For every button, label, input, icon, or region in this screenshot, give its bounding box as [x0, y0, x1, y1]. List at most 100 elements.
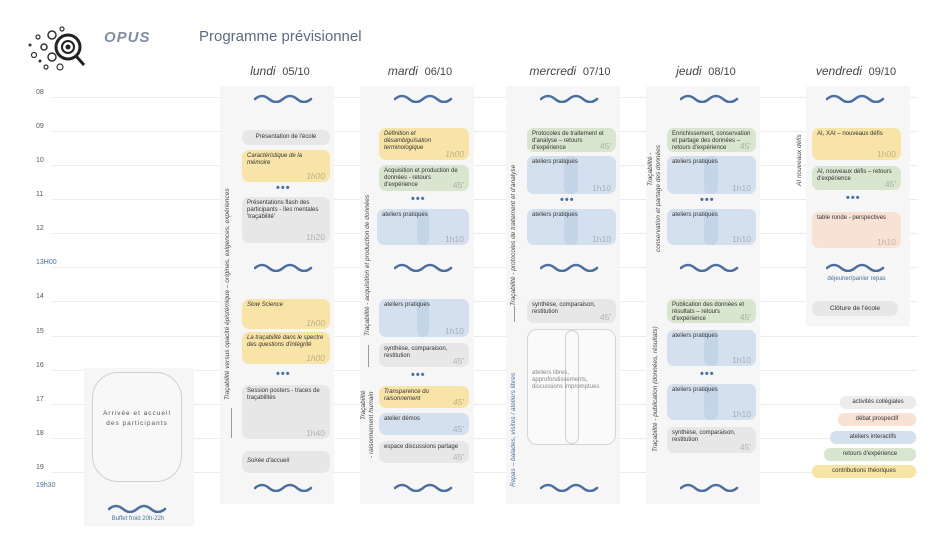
day-header-lundi: lundi 05/10 — [250, 64, 310, 78]
hour-label: 12 — [36, 225, 44, 232]
ellipsis-icon: ••• — [276, 368, 291, 380]
theme-label-mardi-2a: Traçabilité — [360, 390, 367, 420]
day-header-jeudi: jeudi 08/10 — [676, 64, 736, 78]
day-column-vendredi — [806, 86, 910, 326]
session-definition: Définition et désambiguïsation terminolo… — [379, 128, 469, 160]
legend-ateliers-interactifs: ateliers interactifs — [830, 431, 916, 444]
theme-label-mercredi-2: Repas – balades, visites / ateliers libr… — [510, 372, 517, 487]
theme-label-mercredi-1: Traçabilité - protocoles de traitement e… — [510, 164, 517, 306]
wave-icon — [540, 263, 599, 272]
wave-icon — [108, 504, 167, 513]
theme-label-lundi: Traçabilité versus opacité épistémique –… — [224, 188, 231, 400]
session-soiree: Soirée d'accueil — [242, 451, 330, 473]
hour-line — [52, 404, 918, 405]
wave-icon — [254, 94, 313, 103]
wave-icon — [394, 94, 453, 103]
legend-contributions-theoriques: contributions théoriques — [812, 465, 916, 478]
dejeuner-text: déjeuner/panier repas — [827, 276, 886, 282]
legend-activites-collegiales: activités collégiales — [840, 396, 916, 409]
page-title: Programme prévisionnel — [199, 28, 362, 45]
ellipsis-icon: ••• — [276, 182, 291, 194]
hour-label: 17 — [36, 396, 44, 403]
hour-label: 15 — [36, 328, 44, 335]
session-ateliers-libres: ateliers libres, approfondissements, dis… — [527, 329, 616, 445]
wave-icon — [680, 94, 739, 103]
session-posters: Session posters - traces de traçabilités… — [242, 385, 330, 439]
ellipsis-icon: ••• — [700, 194, 715, 206]
day-header-mercredi: mercredi 07/10 — [529, 64, 611, 78]
day-header-vendredi: vendredi 09/10 — [815, 64, 897, 78]
session-acquisition: Acquisition et production de données - r… — [379, 165, 469, 191]
hour-line — [52, 301, 918, 302]
day-header-mardi: mardi 06/10 — [387, 64, 453, 78]
hour-line — [52, 336, 918, 337]
wave-icon — [254, 483, 313, 492]
hour-label: 16 — [36, 362, 44, 369]
hour-label: 08 — [36, 89, 44, 96]
wave-icon — [680, 483, 739, 492]
wave-icon — [540, 483, 599, 492]
wave-icon — [540, 94, 599, 103]
theme-label-jeudi-2: Traçabilité - publication (données, résu… — [652, 326, 659, 452]
session-cloture: Clôture de l'école — [812, 301, 898, 316]
session-publication: Publication des données et résultats – r… — [667, 299, 756, 323]
hour-label: 19h30 — [36, 482, 56, 489]
wave-icon — [394, 263, 453, 272]
opus-logo — [28, 26, 86, 71]
separator — [514, 306, 515, 322]
theme-label-mardi-1: Traçabilité - acquisition et production … — [364, 194, 371, 336]
arrival-text: Arrivée et accueil des participants — [103, 410, 171, 427]
session-spectre: La traçabilité dans le spectre des quest… — [242, 332, 330, 364]
hour-label: 18 — [36, 430, 44, 437]
ellipsis-icon: ••• — [411, 369, 426, 381]
ellipsis-icon: ••• — [846, 192, 861, 204]
hour-line — [52, 438, 918, 439]
theme-label-jeudi-1b: conservation et partage des données — [655, 145, 662, 252]
hour-line — [52, 267, 918, 268]
separator — [368, 345, 369, 367]
hour-line — [52, 233, 918, 234]
ellipsis-icon: ••• — [411, 193, 426, 205]
hour-label: 11 — [36, 191, 44, 198]
hour-line — [52, 472, 918, 473]
wave-icon — [826, 94, 885, 103]
theme-label-mardi-2b: - raisonnement humain — [368, 391, 375, 458]
legend-retours-experience: retours d'expérience — [824, 448, 916, 461]
hour-label: 10 — [36, 157, 44, 164]
hour-line — [52, 97, 918, 98]
hour-label: 09 — [36, 123, 44, 130]
arrival-box: Arrivée et accueil des participants — [92, 372, 182, 482]
session-protocoles: Protocoles de traitement et d'analyse – … — [527, 128, 616, 152]
session-enrichissement: Enrichissement, conservation et partage … — [667, 128, 756, 152]
theme-label-vendredi: AI nouveaux défis — [796, 134, 803, 186]
wave-icon — [254, 263, 313, 272]
wave-icon — [826, 263, 885, 272]
day-column-lundi — [220, 86, 334, 504]
buffet-text: Buffet froid 20h-22h — [111, 516, 165, 522]
ellipsis-icon: ••• — [700, 368, 715, 380]
legend-debat-prospectif: débat prospectif — [838, 413, 916, 426]
theme-label-jeudi-1a: Traçabilité - — [647, 152, 654, 186]
hour-line — [52, 199, 918, 200]
hour-line — [52, 165, 918, 166]
hour-label: 19 — [36, 464, 44, 471]
hour-line — [52, 370, 918, 371]
